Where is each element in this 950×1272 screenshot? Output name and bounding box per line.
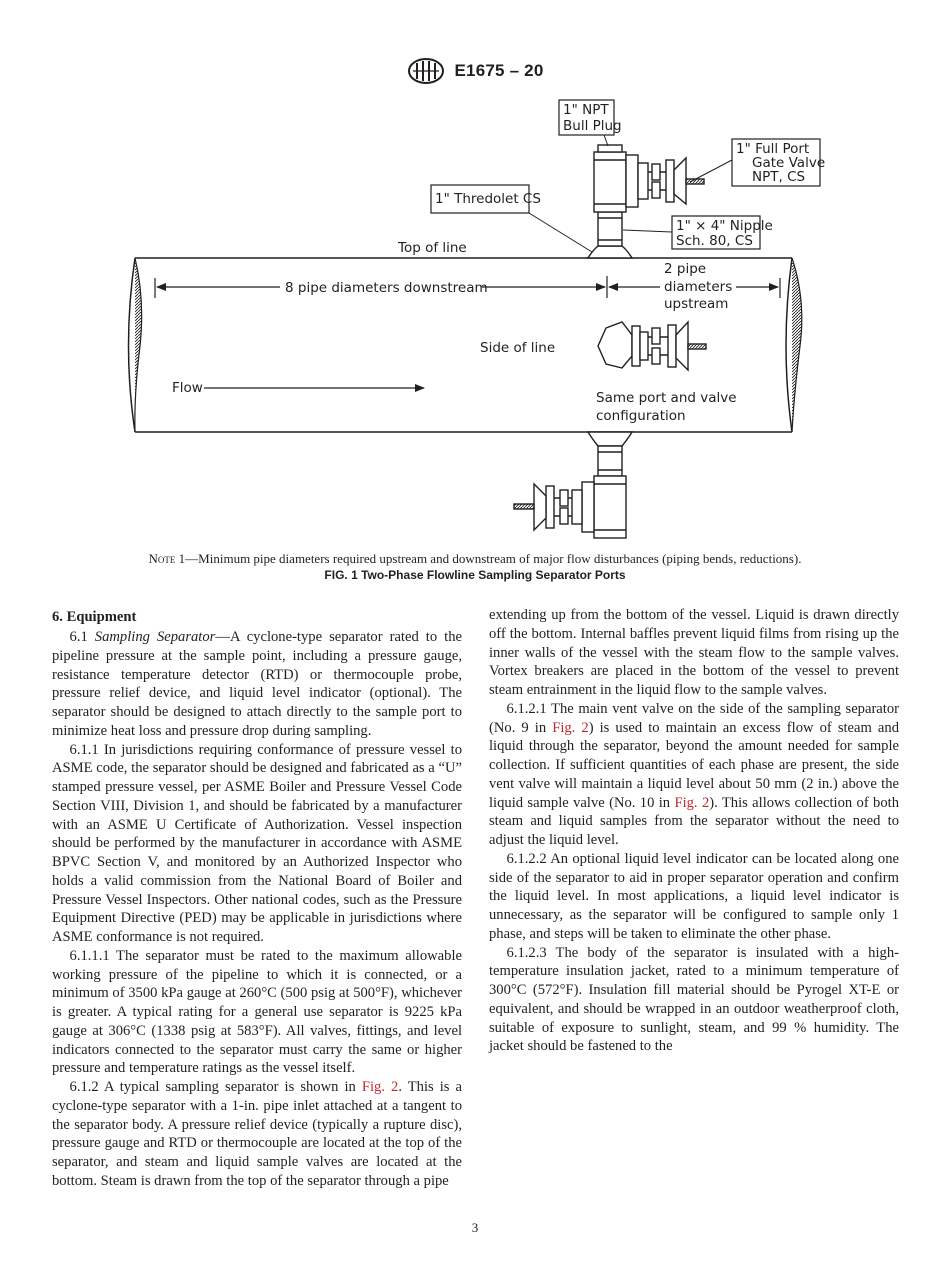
downstream-label: 8 pipe diameters downstream bbox=[285, 280, 488, 296]
same-port-label-line2: configuration bbox=[596, 408, 686, 424]
paragraph-6-1-2-1: 6.1.2.1 The main vent valve on the side … bbox=[489, 700, 899, 848]
note-text: 1—Minimum pipe diameters required upstre… bbox=[178, 551, 802, 566]
fig-2-link[interactable]: Fig. 2 bbox=[361, 1079, 399, 1095]
flow-indicator: Flow bbox=[172, 380, 425, 396]
figure-note: Note 1—Minimum pipe diameters required u… bbox=[0, 551, 950, 567]
downstream-dimension: 8 pipe diameters downstream bbox=[154, 276, 608, 298]
paragraph-6-1-1-1: 6.1.1.1 The separator must be rated to t… bbox=[52, 947, 462, 1077]
paragraph-6-1-2: 6.1.2 A typical sampling separator is sh… bbox=[52, 1079, 462, 1189]
svg-text:1" × 4" Nipple: 1" × 4" Nipple bbox=[676, 218, 773, 234]
paragraph-6-1: 6.1 Sampling Separator—A cyclone-type se… bbox=[52, 629, 462, 739]
note-prefix: Note bbox=[148, 551, 176, 566]
paragraph-6-1-2-continued: extending up from the bottom of the vess… bbox=[489, 607, 899, 698]
page-number: 3 bbox=[471, 1220, 479, 1235]
figure-caption: FIG. 1 Two-Phase Flowline Sampling Separ… bbox=[324, 568, 626, 582]
bottom-port-assembly bbox=[513, 431, 634, 539]
upstream-dimension: 2 pipe diameters upstream bbox=[608, 261, 781, 312]
svg-text:1" Thredolet CS: 1" Thredolet CS bbox=[435, 191, 541, 207]
top-of-line-label: Top of line bbox=[397, 240, 467, 256]
svg-text:Gate Valve: Gate Valve bbox=[752, 155, 825, 171]
svg-text:1" Full Port: 1" Full Port bbox=[736, 141, 809, 157]
section-heading: 6. Equipment bbox=[52, 609, 137, 625]
svg-text:2 pipe: 2 pipe bbox=[664, 261, 706, 277]
side-of-line-label: Side of line bbox=[480, 340, 555, 356]
svg-text:upstream: upstream bbox=[664, 296, 728, 312]
paragraph-6-1-2-3: 6.1.2.3 The body of the separator is ins… bbox=[489, 944, 899, 1055]
svg-text:Sch. 80, CS: Sch. 80, CS bbox=[676, 233, 753, 249]
right-column: extending up from the bottom of the vess… bbox=[489, 606, 899, 1056]
svg-text:Flow: Flow bbox=[172, 380, 203, 396]
fig-2-link[interactable]: Fig. 2 bbox=[552, 719, 589, 736]
svg-text:NPT, CS: NPT, CS bbox=[752, 169, 805, 185]
figure-1-diagram: 1" NPT Bull Plug 1" Full Port Gate Valve… bbox=[127, 99, 825, 539]
svg-text:1" NPT: 1" NPT bbox=[563, 102, 609, 118]
same-port-label-line1: Same port and valve bbox=[596, 390, 737, 406]
callout-nipple: 1" × 4" Nipple Sch. 80, CS bbox=[622, 215, 773, 250]
callout-bull-plug: 1" NPT Bull Plug bbox=[558, 99, 622, 147]
astm-logo-icon bbox=[407, 58, 444, 84]
document-number: E1675 – 20 bbox=[454, 61, 544, 80]
callout-thredolet: 1" Thredolet CS bbox=[430, 184, 593, 253]
paragraph-6-1-1: 6.1.1 In jurisdictions requiring conform… bbox=[52, 741, 462, 946]
pipe-body bbox=[127, 257, 803, 433]
svg-text:Bull Plug: Bull Plug bbox=[563, 118, 622, 134]
svg-text:diameters: diameters bbox=[664, 279, 732, 295]
fig-2-link[interactable]: Fig. 2 bbox=[674, 794, 710, 811]
page-header: E1675 – 20 bbox=[0, 58, 950, 84]
callout-gate-valve: 1" Full Port Gate Valve NPT, CS bbox=[689, 138, 825, 187]
side-port-assembly bbox=[597, 320, 707, 372]
top-port-assembly bbox=[586, 144, 705, 259]
paragraph-6-1-2-2: 6.1.2.2 An optional liquid level indicat… bbox=[489, 850, 899, 942]
left-column: 6. Equipment 6.1 Sampling Separator—A cy… bbox=[52, 606, 462, 1191]
